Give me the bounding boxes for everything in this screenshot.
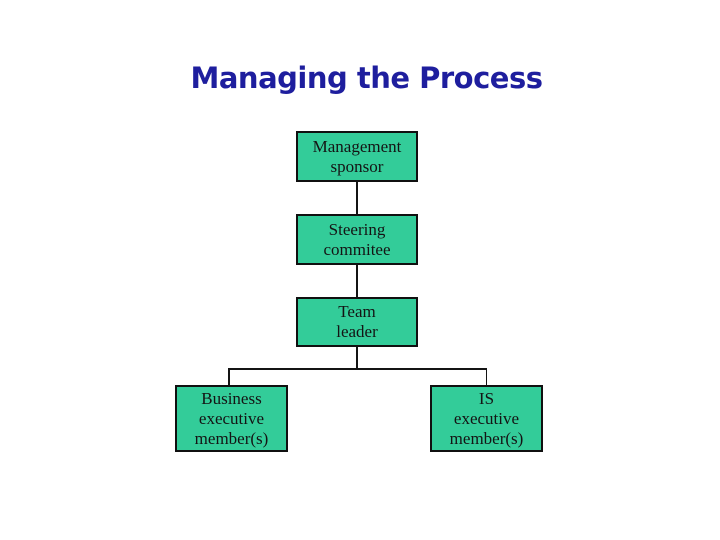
- connector-steering-to-leader: [356, 264, 358, 298]
- node-management-sponsor: Management sponsor: [296, 131, 418, 182]
- node-team-leader: Team leader: [296, 297, 418, 347]
- node-team-leader-label: Team leader: [336, 302, 378, 341]
- connector-drop-is: [485, 368, 487, 386]
- node-is-executive-members-label: IS executive member(s): [449, 388, 524, 448]
- slide-title: Managing the Process: [190, 61, 543, 95]
- node-business-executive-members: Business executive member(s): [175, 385, 288, 452]
- connector-leader-stem: [356, 346, 358, 369]
- node-business-executive-members-label: Business executive member(s): [194, 388, 269, 448]
- node-steering-committee: Steering commitee: [296, 214, 418, 265]
- node-management-sponsor-label: Management sponsor: [312, 136, 402, 176]
- node-is-executive-members: IS executive member(s): [430, 385, 543, 452]
- connector-drop-business: [228, 368, 230, 386]
- connector-sponsor-to-steering: [356, 181, 358, 215]
- connector-branch-horizontal: [228, 368, 487, 370]
- node-steering-committee-label: Steering commitee: [323, 219, 391, 259]
